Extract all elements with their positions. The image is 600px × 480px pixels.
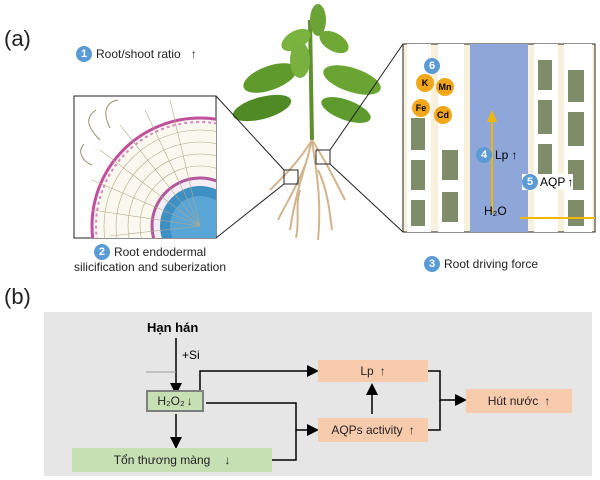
aqp-text: AQP — [540, 175, 566, 189]
down-arrow-icon: ↓ — [224, 453, 231, 467]
number-badge-5: 5 — [522, 174, 538, 190]
lp-box-text: Lp — [360, 364, 374, 378]
number-badge-3: 3 — [424, 256, 440, 272]
up-arrow-icon: ↑ — [408, 423, 415, 437]
silicon-label: +Si — [182, 348, 200, 362]
h2o2-box: H₂O₂ ↓ — [146, 390, 204, 412]
aqp-activity-text: AQPs activity — [331, 423, 403, 437]
up-arrow-icon: ↑ — [511, 148, 518, 162]
plant-illustration — [73, 4, 596, 241]
down-arrow-icon: ↓ — [186, 394, 193, 408]
caption-text-line2: silicification and suberization — [73, 260, 227, 274]
drought-label: Hạn hán — [147, 320, 199, 335]
ion-Mn: Mn — [436, 78, 454, 96]
ion-K: K — [416, 74, 434, 92]
water-uptake-text: Hút nước — [487, 394, 539, 408]
number-badge-2: 2 — [93, 244, 110, 260]
ion-Cd: Cd — [434, 106, 452, 124]
caption-endodermal: 2 Root endodermal silicification and sub… — [60, 244, 240, 274]
panel-a-label: (a) — [4, 26, 31, 51]
membrane-damage-text: Tổn thương màng — [113, 453, 211, 467]
number-badge-4: 4 — [476, 147, 492, 163]
up-arrow-icon: ↑ — [567, 175, 574, 189]
caption-text-line1: Root endodermal — [113, 245, 207, 259]
number-badge-1: 1 — [76, 46, 92, 62]
membrane-damage-box: Tổn thương màng ↓ — [72, 448, 272, 472]
lp-text: Lp — [495, 148, 509, 162]
panel-b-label: (b) — [4, 284, 31, 309]
caption-text: Root/shoot ratio — [96, 47, 181, 61]
aqp-label: 5 AQP ↑ — [522, 174, 574, 190]
caption-driving-force: 3 Root driving force — [424, 256, 538, 272]
ion-Fe: Fe — [412, 99, 430, 117]
lp-label: 4 Lp ↑ — [476, 147, 517, 163]
up-arrow-icon: ↑ — [379, 364, 386, 378]
caption-text: Root driving force — [444, 257, 539, 271]
caption-root-shoot-ratio: 1 Root/shoot ratio ↑ — [76, 46, 197, 62]
aqp-activity-box: AQPs activity ↑ — [318, 418, 428, 442]
number-badge-6: 6 — [424, 58, 440, 74]
water-uptake-box: Hút nước ↑ — [466, 389, 572, 413]
water-label: H₂O — [484, 204, 507, 218]
h2o2-text: H₂O₂ — [157, 394, 185, 408]
up-arrow-icon: ↑ — [190, 47, 197, 61]
up-arrow-icon: ↑ — [544, 394, 551, 408]
lp-box: Lp ↑ — [318, 360, 428, 382]
